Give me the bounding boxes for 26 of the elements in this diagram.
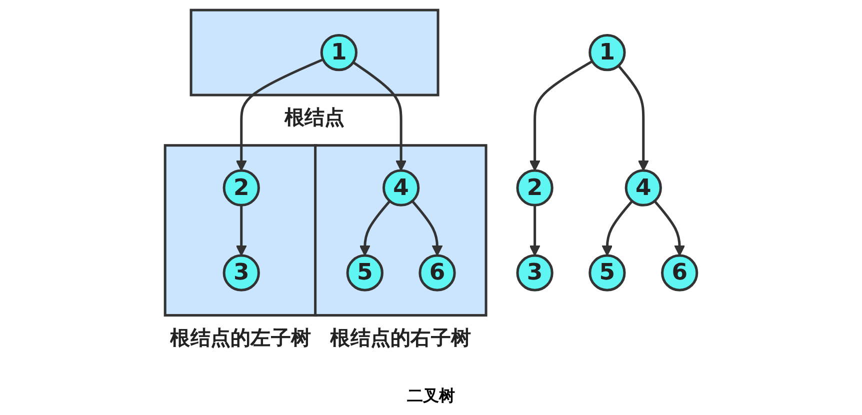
arrow	[352, 61, 407, 172]
node-circle	[516, 169, 554, 206]
arrow	[236, 58, 324, 172]
node-circle	[588, 34, 626, 72]
node-circle	[346, 254, 384, 292]
arrow	[602, 200, 634, 256]
arrow	[617, 64, 649, 172]
diagram-caption: 二叉树	[407, 386, 455, 407]
node-circle	[222, 254, 260, 292]
arrow	[529, 205, 540, 256]
arrow	[236, 205, 247, 256]
tree-diagram: 根结点 根结点的左子树 根结点的右子树 1 2 4 3 5 6 1 2 3 4 5 6	[0, 0, 862, 382]
arrow	[411, 200, 443, 256]
arrow	[654, 200, 686, 256]
node-circle	[588, 254, 626, 292]
node-circle	[661, 254, 698, 292]
arrow	[359, 200, 391, 256]
node-circle	[516, 254, 554, 292]
arrow	[529, 60, 593, 172]
node-circle	[320, 34, 358, 72]
cluster	[314, 144, 488, 317]
node-circle	[418, 254, 456, 292]
node-circle	[382, 169, 420, 206]
cluster	[190, 8, 440, 96]
node-circle	[624, 169, 662, 206]
node-circle	[222, 169, 260, 206]
